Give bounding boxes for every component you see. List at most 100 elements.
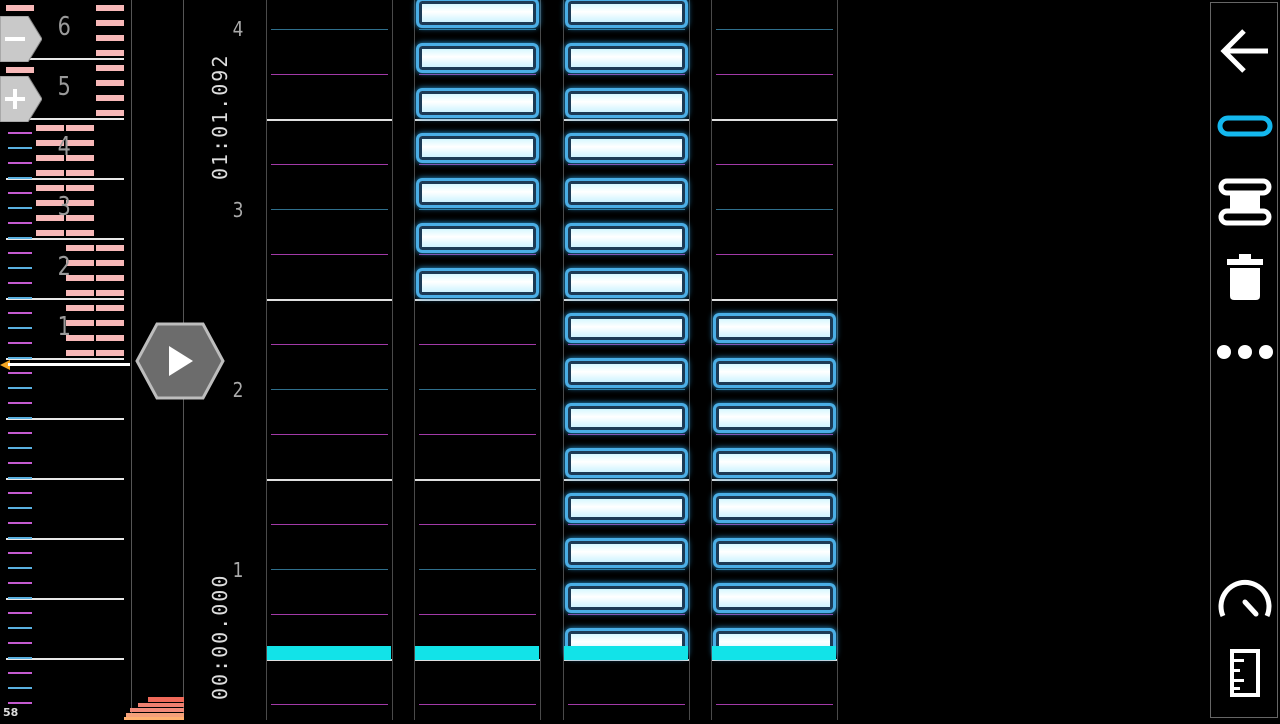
trash-icon: [1227, 254, 1263, 300]
tap-note[interactable]: [565, 88, 688, 118]
beat-number: 4: [232, 17, 244, 41]
note-lane[interactable]: [711, 0, 838, 720]
back-button[interactable]: [1211, 25, 1279, 77]
minimap-measure-line: [6, 238, 124, 240]
tap-note-icon: [1217, 115, 1273, 137]
tap-note[interactable]: [416, 43, 539, 73]
tap-note[interactable]: [565, 313, 688, 343]
minimap-subdivision: [8, 582, 32, 584]
tap-note[interactable]: [713, 493, 836, 523]
minimap-subdivision: [8, 447, 32, 449]
tap-note[interactable]: [565, 43, 688, 73]
tap-note[interactable]: [416, 223, 539, 253]
tap-note[interactable]: [565, 403, 688, 433]
minimap-note: [96, 35, 124, 41]
subdivision-line: [419, 29, 536, 30]
minimap-note: [36, 140, 64, 146]
minimap-note: [36, 125, 64, 131]
tap-note[interactable]: [713, 313, 836, 343]
minimap-note: [66, 140, 94, 146]
play-icon: [135, 322, 225, 400]
hold-note-tool[interactable]: [1211, 175, 1279, 229]
minimap-subdivision: [8, 672, 32, 674]
tap-note[interactable]: [565, 223, 688, 253]
tap-note[interactable]: [416, 88, 539, 118]
ruler-button[interactable]: [1211, 645, 1279, 701]
minimap-note: [6, 67, 34, 73]
tap-note[interactable]: [713, 358, 836, 388]
zoom-out-button[interactable]: [0, 15, 43, 63]
minimap-note: [66, 125, 94, 131]
minimap-note: [36, 230, 64, 236]
minimap-note: [66, 215, 94, 221]
minimap-measure-number: 4: [57, 132, 71, 162]
tap-note[interactable]: [416, 133, 539, 163]
minimap-subdivision: [8, 537, 32, 539]
minimap-note: [96, 95, 124, 101]
judgement-line: [415, 646, 539, 660]
note-lane[interactable]: [266, 0, 393, 720]
minimap-note: [96, 5, 124, 11]
delete-tool[interactable]: [1211, 249, 1279, 305]
measure-line: [712, 659, 837, 661]
subdivision-line: [271, 164, 388, 165]
minimap-measure-number: 3: [57, 192, 71, 222]
tap-note[interactable]: [416, 268, 539, 298]
measure-line: [415, 119, 540, 121]
minimap-measure-line: [6, 58, 124, 60]
tap-note[interactable]: [565, 493, 688, 523]
minimap-measure-number: 5: [57, 72, 71, 102]
more-dots-icon: [1217, 345, 1273, 359]
tap-note[interactable]: [713, 448, 836, 478]
tap-note[interactable]: [565, 133, 688, 163]
minimap-subdivision: [8, 507, 32, 509]
zoom-in-button[interactable]: [0, 75, 43, 123]
minimap-note: [66, 185, 94, 191]
minimap-measure-number: 2: [57, 252, 71, 282]
minimap-border: [131, 0, 132, 720]
subdivision-line: [568, 704, 685, 705]
tap-note[interactable]: [565, 358, 688, 388]
minimap-note: [66, 230, 94, 236]
minimap-subdivision: [8, 477, 32, 479]
tap-note[interactable]: [565, 583, 688, 613]
subdivision-line: [419, 254, 536, 255]
tap-note[interactable]: [713, 583, 836, 613]
tap-note[interactable]: [565, 538, 688, 568]
tap-note[interactable]: [565, 268, 688, 298]
tap-note[interactable]: [416, 0, 539, 28]
subdivision-line: [419, 569, 536, 570]
play-button[interactable]: [135, 322, 225, 400]
subdivision-line: [419, 434, 536, 435]
minimap-note: [66, 275, 94, 281]
subdivision-line: [419, 704, 536, 705]
tap-note[interactable]: [713, 538, 836, 568]
minimap-subdivision: [8, 597, 32, 599]
minimap-note: [96, 80, 124, 86]
minimap-playhead[interactable]: [0, 355, 132, 370]
subdivision-line: [716, 209, 833, 210]
tap-note[interactable]: [713, 403, 836, 433]
subdivision-line: [271, 434, 388, 435]
speed-button[interactable]: [1211, 569, 1279, 625]
measure-line: [267, 119, 392, 121]
tap-note[interactable]: [416, 178, 539, 208]
tap-note[interactable]: [565, 448, 688, 478]
minimap-measure-line: [6, 418, 124, 420]
subdivision-line: [716, 74, 833, 75]
subdivision-line: [419, 209, 536, 210]
minimap-subdivision: [8, 642, 32, 644]
minimap-subdivision: [8, 222, 32, 224]
minimap-subdivision: [8, 177, 32, 179]
note-lane[interactable]: [563, 0, 690, 720]
tap-note[interactable]: [565, 0, 688, 28]
minimap-subdivision: [8, 237, 32, 239]
tap-note[interactable]: [565, 178, 688, 208]
tap-note-tool[interactable]: [1211, 109, 1279, 143]
note-lane[interactable]: [414, 0, 541, 720]
subdivision-line: [419, 344, 536, 345]
minimap-note: [96, 65, 124, 71]
more-button[interactable]: [1211, 337, 1279, 367]
subdivision-line: [568, 344, 685, 345]
